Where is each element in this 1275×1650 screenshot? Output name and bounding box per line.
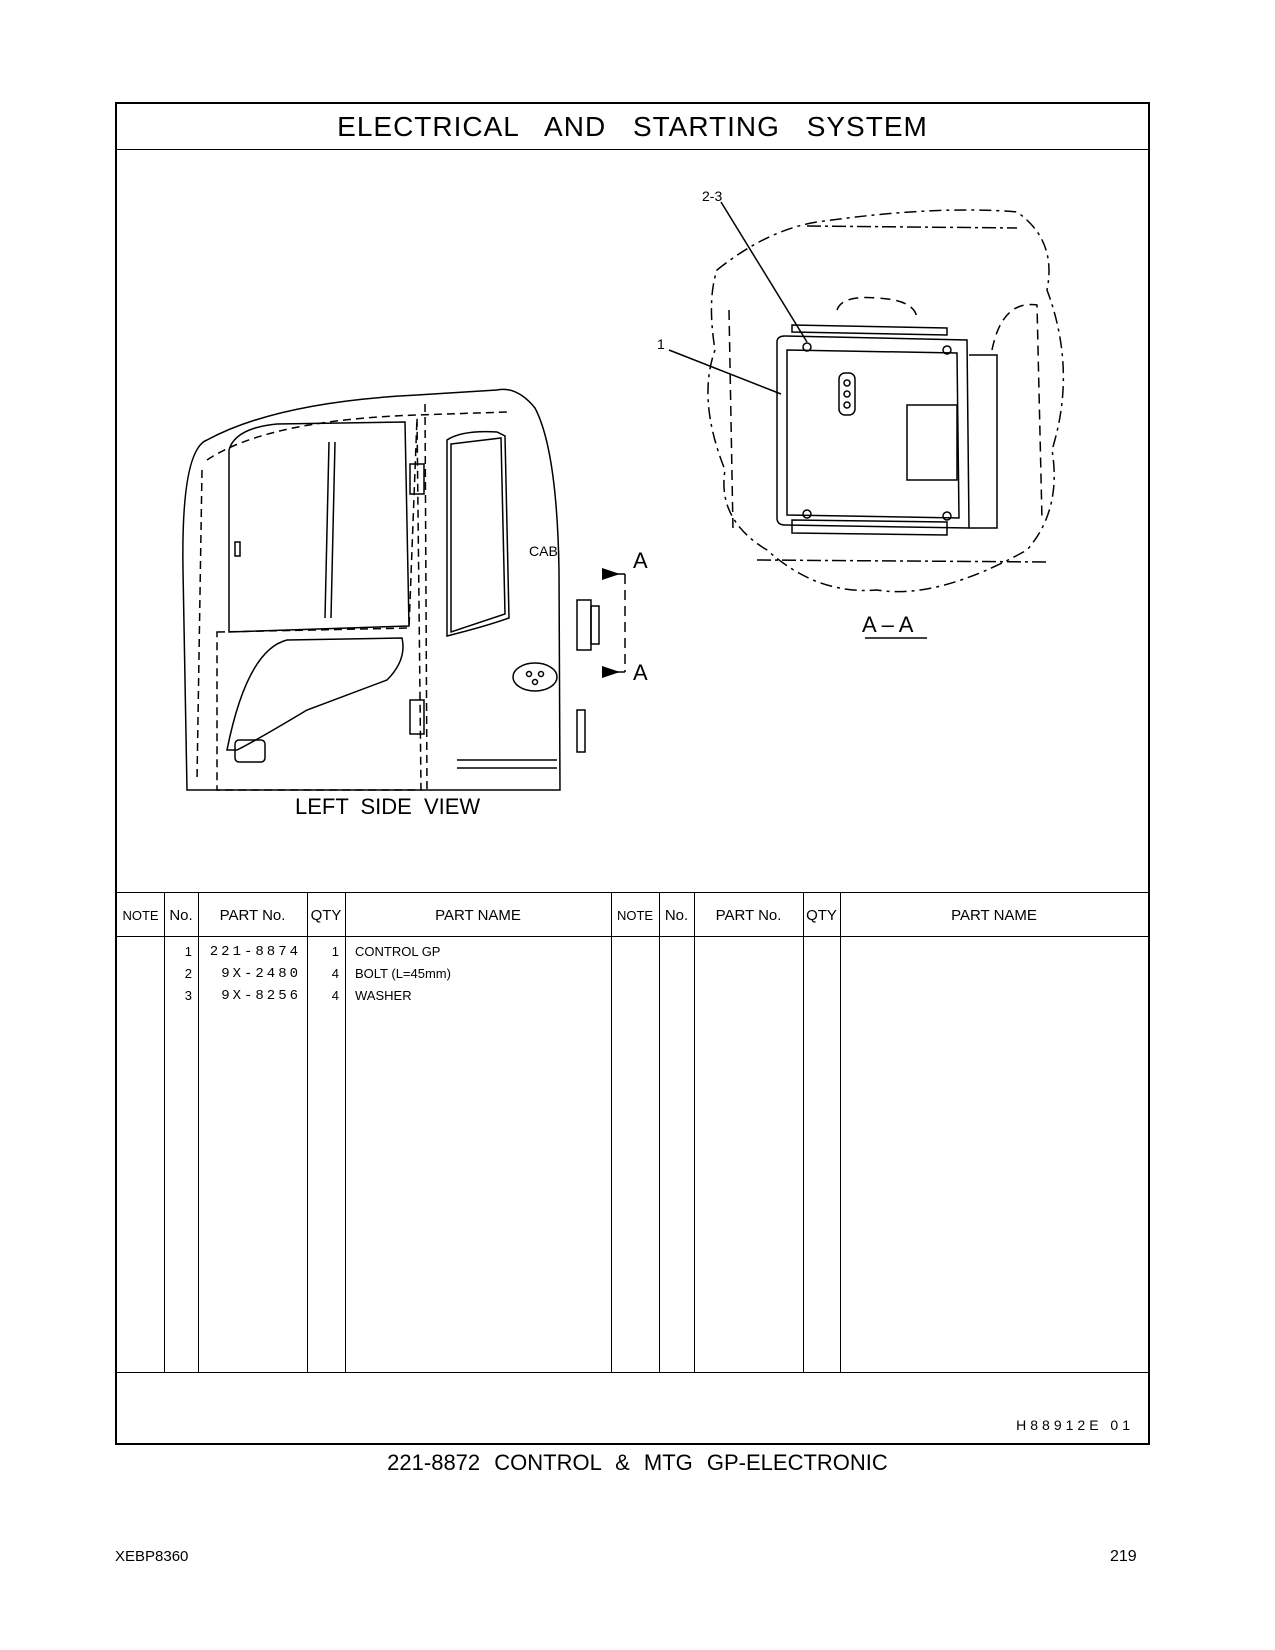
- callout-2-3: 2-3: [702, 188, 723, 204]
- leader-line-1: [668, 349, 782, 395]
- door-lower-panel: [226, 637, 404, 751]
- rear-window: [446, 430, 510, 637]
- header-part-name-right: PART NAME: [951, 906, 1037, 924]
- leader-line-2-3: [720, 201, 808, 343]
- lower-hinge: [409, 699, 425, 735]
- col-divider: [611, 893, 612, 1373]
- row-1-part-no: 221-8874: [209, 944, 301, 960]
- door-handle: [234, 739, 266, 763]
- module-notch: [906, 404, 958, 481]
- mount-hole-3: [802, 509, 812, 519]
- mount-hole-1: [802, 342, 812, 352]
- header-part-no: PART No.: [219, 906, 286, 924]
- cab-outline: [182, 388, 561, 791]
- door-outline: [216, 417, 422, 791]
- parts-table: NOTE No. PART No. QTY PART NAME NOTE No.…: [117, 892, 1148, 1373]
- figure-code: H88912E 01: [1016, 1417, 1134, 1433]
- control-module: [776, 335, 970, 529]
- page-number: 219: [1110, 1548, 1137, 1565]
- oval-dot-2: [537, 670, 545, 678]
- module-side-panel: [969, 354, 998, 529]
- row-2-qty: 4: [331, 966, 339, 981]
- col-divider: [198, 893, 199, 1373]
- section-view-label: A – A: [862, 612, 914, 637]
- header-no-right: No.: [664, 906, 689, 924]
- header-note: NOTE: [122, 907, 159, 923]
- document-id: XEBP8360: [115, 1548, 189, 1565]
- controller-side-block: [576, 599, 592, 651]
- header-part-name: PART NAME: [435, 906, 521, 924]
- cab-roof-dashed: [206, 411, 508, 461]
- row-3-qty: 4: [331, 988, 339, 1003]
- upper-hinge: [409, 463, 425, 495]
- detail-break-outline: [707, 209, 1065, 593]
- col-divider: [659, 893, 660, 1373]
- detail-frame-bottom: [756, 559, 1048, 563]
- detail-boss-right: [991, 303, 1043, 521]
- header-qty: QTY: [310, 906, 342, 924]
- group-caption: 221-8872 CONTROL & MTG GP-ELECTRONIC: [387, 1450, 888, 1475]
- col-divider: [694, 893, 695, 1373]
- connector-pin-1: [843, 379, 851, 387]
- header-note-right: NOTE: [616, 907, 654, 923]
- row-1-no: 1: [184, 944, 192, 959]
- illustration-area: 2-3 1 CAB A A A – A LEFT SIDE VIEW: [117, 150, 1148, 892]
- col-divider: [345, 893, 346, 1373]
- left-side-view-label: LEFT SIDE VIEW: [295, 794, 481, 819]
- front-window: [228, 421, 410, 633]
- technical-drawing: [182, 201, 1065, 791]
- section-marker-bottom: A: [633, 660, 648, 685]
- oval-dot-3: [531, 678, 539, 686]
- col-divider: [164, 893, 165, 1373]
- row-2-no: 2: [184, 966, 192, 981]
- connector-pin-3: [843, 401, 851, 409]
- section-arrow-bottom: [602, 666, 620, 678]
- row-3-no: 3: [184, 988, 192, 1003]
- page-title: ELECTRICAL AND STARTING SYSTEM: [117, 104, 1148, 150]
- door-slot: [234, 541, 241, 557]
- detail-rail-left: [728, 309, 734, 531]
- cab-label: CAB: [529, 543, 558, 559]
- callout-1: 1: [657, 336, 665, 352]
- detail-boss-top: [836, 296, 918, 321]
- mount-hole-2: [942, 345, 952, 355]
- control-module-inner: [786, 349, 960, 519]
- lower-bracket: [576, 709, 586, 753]
- controller-side-bracket: [590, 605, 600, 645]
- row-3-part-no: 9X-8256: [221, 988, 301, 1004]
- detail-frame-top: [806, 225, 1018, 229]
- parts-page-frame: ELECTRICAL AND STARTING SYSTEM: [115, 102, 1150, 1445]
- header-part-no-right: PART No.: [715, 906, 782, 924]
- row-3-part-name: WASHER: [355, 988, 412, 1003]
- row-1-part-name: CONTROL GP: [355, 944, 441, 959]
- rear-window-inner: [450, 437, 506, 634]
- connector-pin-2: [843, 390, 851, 398]
- module-base-plate: [791, 324, 948, 336]
- header-no: No.: [169, 906, 193, 924]
- col-divider: [307, 893, 308, 1373]
- row-2-part-no: 9X-2480: [221, 966, 301, 982]
- header-qty-right: QTY: [806, 906, 837, 924]
- pillar-dashed: [424, 403, 428, 791]
- cab-front-edge-dashed: [196, 469, 203, 781]
- row-1-qty: 1: [331, 944, 339, 959]
- col-divider: [840, 893, 841, 1373]
- col-divider: [803, 893, 804, 1373]
- mount-hole-4: [942, 511, 952, 521]
- table-header-row: [117, 893, 1148, 937]
- oval-dot-1: [525, 670, 533, 678]
- front-wiper-bar: [324, 441, 336, 619]
- row-2-part-name: BOLT (L=45mm): [355, 966, 451, 981]
- module-bottom-plate: [791, 519, 948, 536]
- figure-footer: H88912E 01: [117, 1372, 1148, 1445]
- connector-body: [838, 372, 856, 416]
- rear-panel-oval: [512, 662, 558, 692]
- section-marker-top: A: [633, 548, 648, 573]
- section-arrow-top: [602, 568, 620, 580]
